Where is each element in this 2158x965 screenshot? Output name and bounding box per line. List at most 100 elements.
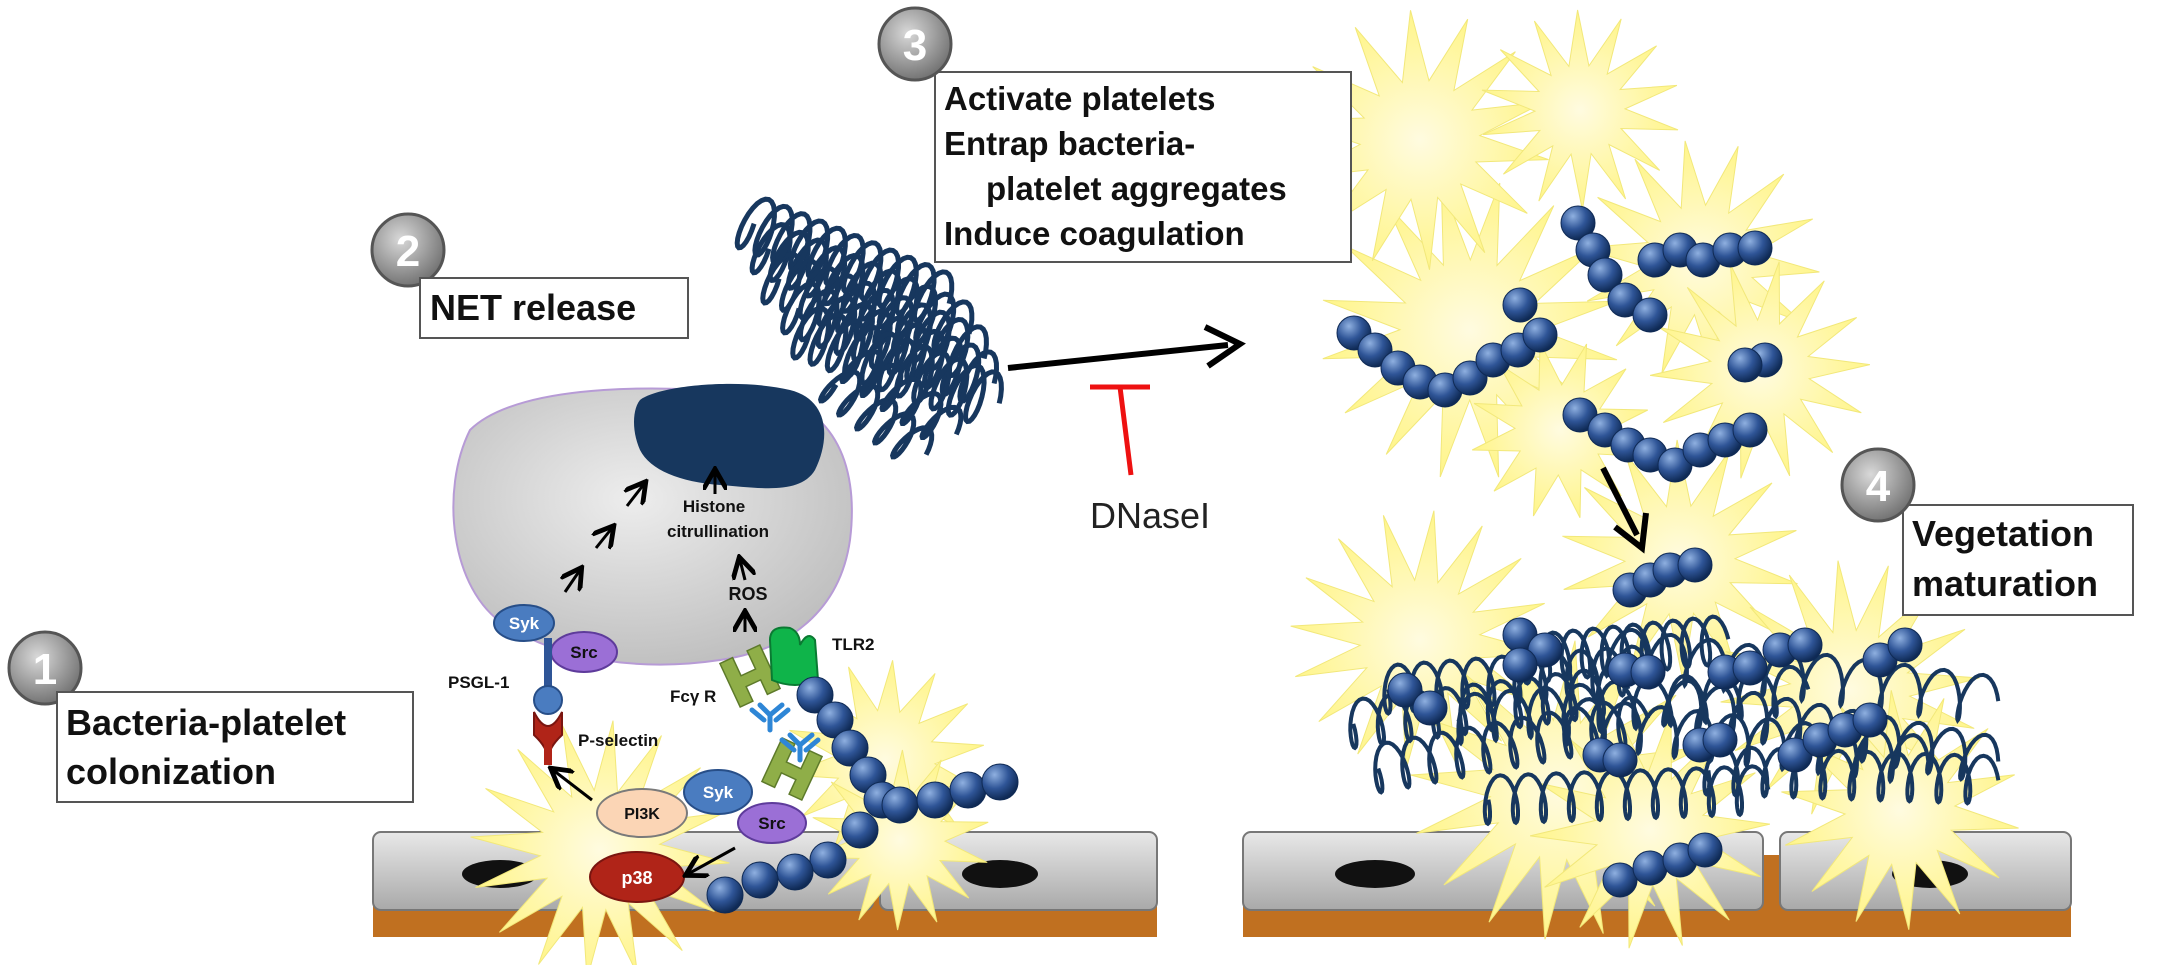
net-fibers-cell: [734, 196, 1004, 460]
step-4-box: [1902, 504, 2134, 616]
step-3-box: [934, 71, 1352, 263]
src-bottom: [737, 802, 807, 844]
bacterium: [1732, 412, 1768, 448]
bacterium: [1502, 287, 1538, 323]
bacterium: [1852, 702, 1888, 738]
bacterium: [1412, 690, 1448, 726]
step-3-badge: [877, 6, 953, 82]
net-fiber: [1482, 764, 1771, 827]
syk-bottom-label: Syk: [703, 783, 734, 802]
bacterium: [1387, 672, 1423, 708]
bacterium: [706, 876, 744, 914]
src-bottom-label: Src: [758, 814, 785, 833]
bacterium: [1687, 832, 1723, 868]
bacterium: [741, 861, 779, 899]
bacterium: [831, 729, 869, 767]
endothelial-nucleus-right-1: [1335, 860, 1415, 888]
tlr2-label: TLR2: [832, 635, 875, 654]
bacterium: [1737, 230, 1773, 266]
step-1-box: [56, 691, 414, 803]
bacteria-right: [1336, 205, 1923, 898]
main-arrow-head: [1203, 324, 1246, 369]
bacterium: [1502, 647, 1538, 683]
maturation-arrow-head: [1613, 512, 1649, 554]
step-2-box: [419, 277, 689, 339]
net-fiber: [734, 196, 955, 324]
bacterium: [1602, 862, 1638, 898]
fcgr-label: Fcγ R: [670, 687, 716, 706]
platelet: [1291, 10, 1549, 270]
bacterium: [981, 763, 1019, 801]
net-fiber: [839, 348, 964, 440]
step-1-badge: [7, 630, 83, 706]
bacterium: [916, 781, 954, 819]
platelet: [1290, 510, 1550, 770]
bacterium: [1560, 205, 1596, 241]
tlr2: [768, 626, 820, 686]
step-4-badge: [1840, 447, 1916, 523]
bacterium: [796, 676, 834, 714]
bacterium: [809, 841, 847, 879]
step-2: 2 NET release: [370, 212, 689, 339]
bacterium: [1522, 317, 1558, 353]
bacterium: [949, 771, 987, 809]
antibody-1: [749, 702, 791, 733]
fcgr-top: [718, 643, 782, 709]
bacterium: [1887, 627, 1923, 663]
main-arrow-shaft: [1007, 342, 1229, 371]
psgl1-label: PSGL-1: [448, 673, 509, 692]
bacterium: [1587, 257, 1623, 293]
platelet: [811, 749, 989, 931]
bacterium: [1632, 850, 1668, 886]
step-1-number: 1: [33, 645, 57, 694]
net-fiber: [1702, 744, 2001, 806]
bacteria-left: [706, 676, 1019, 914]
antibody-2: [779, 732, 821, 763]
step-1: 1 Bacteria-platelet colonization: [7, 630, 414, 803]
bacterium: [1630, 654, 1666, 690]
signaling-group: Syk Src PSGL-1 P-selectin PI3K Syk Src p…: [448, 497, 875, 903]
platelet: [470, 720, 730, 965]
ros-label: ROS: [728, 584, 767, 604]
step-2-line-1: NET release: [430, 287, 636, 328]
syk-top: [493, 604, 555, 642]
p-selectin-label: P-selectin: [578, 731, 658, 750]
step-3-line-4: Induce coagulation: [944, 215, 1245, 252]
histone-label: Histone: [683, 497, 745, 516]
platelet: [1322, 182, 1618, 478]
bacterium: [1727, 347, 1763, 383]
psgl1-head: [533, 685, 563, 715]
bacterium: [841, 811, 879, 849]
step-2-number: 2: [396, 227, 420, 276]
net-fiber: [817, 369, 935, 460]
bacterium: [881, 786, 919, 824]
fcgr-bottom: [760, 736, 824, 802]
step-4-line-2: maturation: [1912, 563, 2098, 604]
step-4-line-1: Vegetation: [1912, 513, 2094, 554]
step-1-line-1: Bacteria-platelet: [66, 702, 346, 743]
pi3k-label: PI3K: [624, 806, 660, 823]
bacterium: [1602, 742, 1638, 778]
step-4: 4 Vegetation maturation: [1840, 447, 2134, 616]
dnasei-label: DNaseI: [1090, 495, 1210, 536]
maturation-arrow-shaft: [1600, 466, 1640, 537]
step-3-number: 3: [903, 21, 927, 70]
src-top-label: Src: [570, 643, 597, 662]
bacterium: [1702, 722, 1738, 758]
citrullination-label: citrullination: [667, 522, 769, 541]
bacterium: [1677, 547, 1713, 583]
signaling-arrows: [553, 472, 745, 874]
inhibitor-line: [1117, 386, 1134, 476]
endothelial-nucleus-left-2: [962, 860, 1038, 888]
bacterium: [1632, 297, 1668, 333]
bacterium: [776, 853, 814, 891]
step-3-line-1: Activate platelets: [944, 80, 1215, 117]
step-3: 3 Activate platelets Entrap bacteria- pl…: [877, 6, 1352, 263]
step-2-badge: [370, 212, 446, 288]
bacterium: [1787, 627, 1823, 663]
neutrophil-nucleus: [634, 383, 825, 489]
pi3k: [596, 788, 688, 838]
net-fiber: [790, 305, 1004, 425]
syk-top-label: Syk: [509, 614, 540, 633]
